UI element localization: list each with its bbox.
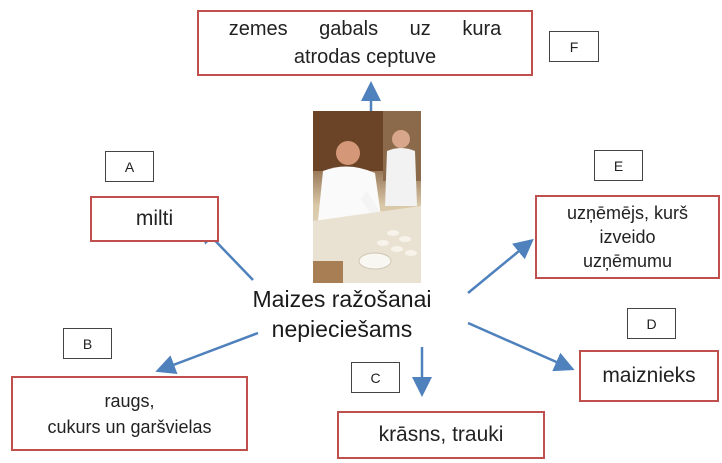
letter-E: E bbox=[594, 150, 643, 181]
box-E-line3: uzņēmumu bbox=[582, 251, 673, 271]
box-B-line2: cukurs un garšvielas bbox=[47, 416, 212, 437]
arrow-to-E bbox=[467, 238, 534, 294]
arrow-to-D bbox=[467, 321, 575, 372]
box-F-line2: atrodas ceptuve bbox=[293, 46, 437, 68]
box-D: maiznieks bbox=[579, 350, 719, 402]
box-F-line1: zemes gabals uz kura bbox=[228, 18, 502, 40]
letter-D: D bbox=[627, 308, 676, 339]
letter-B: B bbox=[63, 328, 112, 359]
letter-F: F bbox=[549, 31, 599, 62]
arrow-to-B bbox=[155, 331, 259, 375]
box-E-line1: uzņēmējs, kurš bbox=[566, 203, 689, 223]
center-label: Maizes ražošanai nepieciešams bbox=[224, 284, 460, 344]
box-E: uzņēmējs, kurš izveido uzņēmumu bbox=[535, 195, 720, 279]
letter-C: C bbox=[351, 362, 400, 393]
box-B-line1: raugs, bbox=[104, 390, 155, 411]
box-A: milti bbox=[90, 196, 219, 242]
letter-A: A bbox=[105, 151, 154, 182]
box-F: zemes gabals uz kura atrodas ceptuve bbox=[197, 10, 533, 76]
center-label-line1: Maizes ražošanai bbox=[252, 286, 432, 312]
box-C: krāsns, trauki bbox=[337, 411, 545, 459]
center-label-line2: nepieciešams bbox=[271, 316, 413, 342]
box-A-text: milti bbox=[135, 207, 174, 230]
box-D-text: maiznieks bbox=[602, 364, 696, 387]
box-B: raugs, cukurs un garšvielas bbox=[11, 376, 248, 451]
box-C-text: krāsns, trauki bbox=[378, 423, 504, 446]
box-E-line2: izveido bbox=[599, 227, 656, 247]
bakers-photo bbox=[313, 111, 421, 283]
